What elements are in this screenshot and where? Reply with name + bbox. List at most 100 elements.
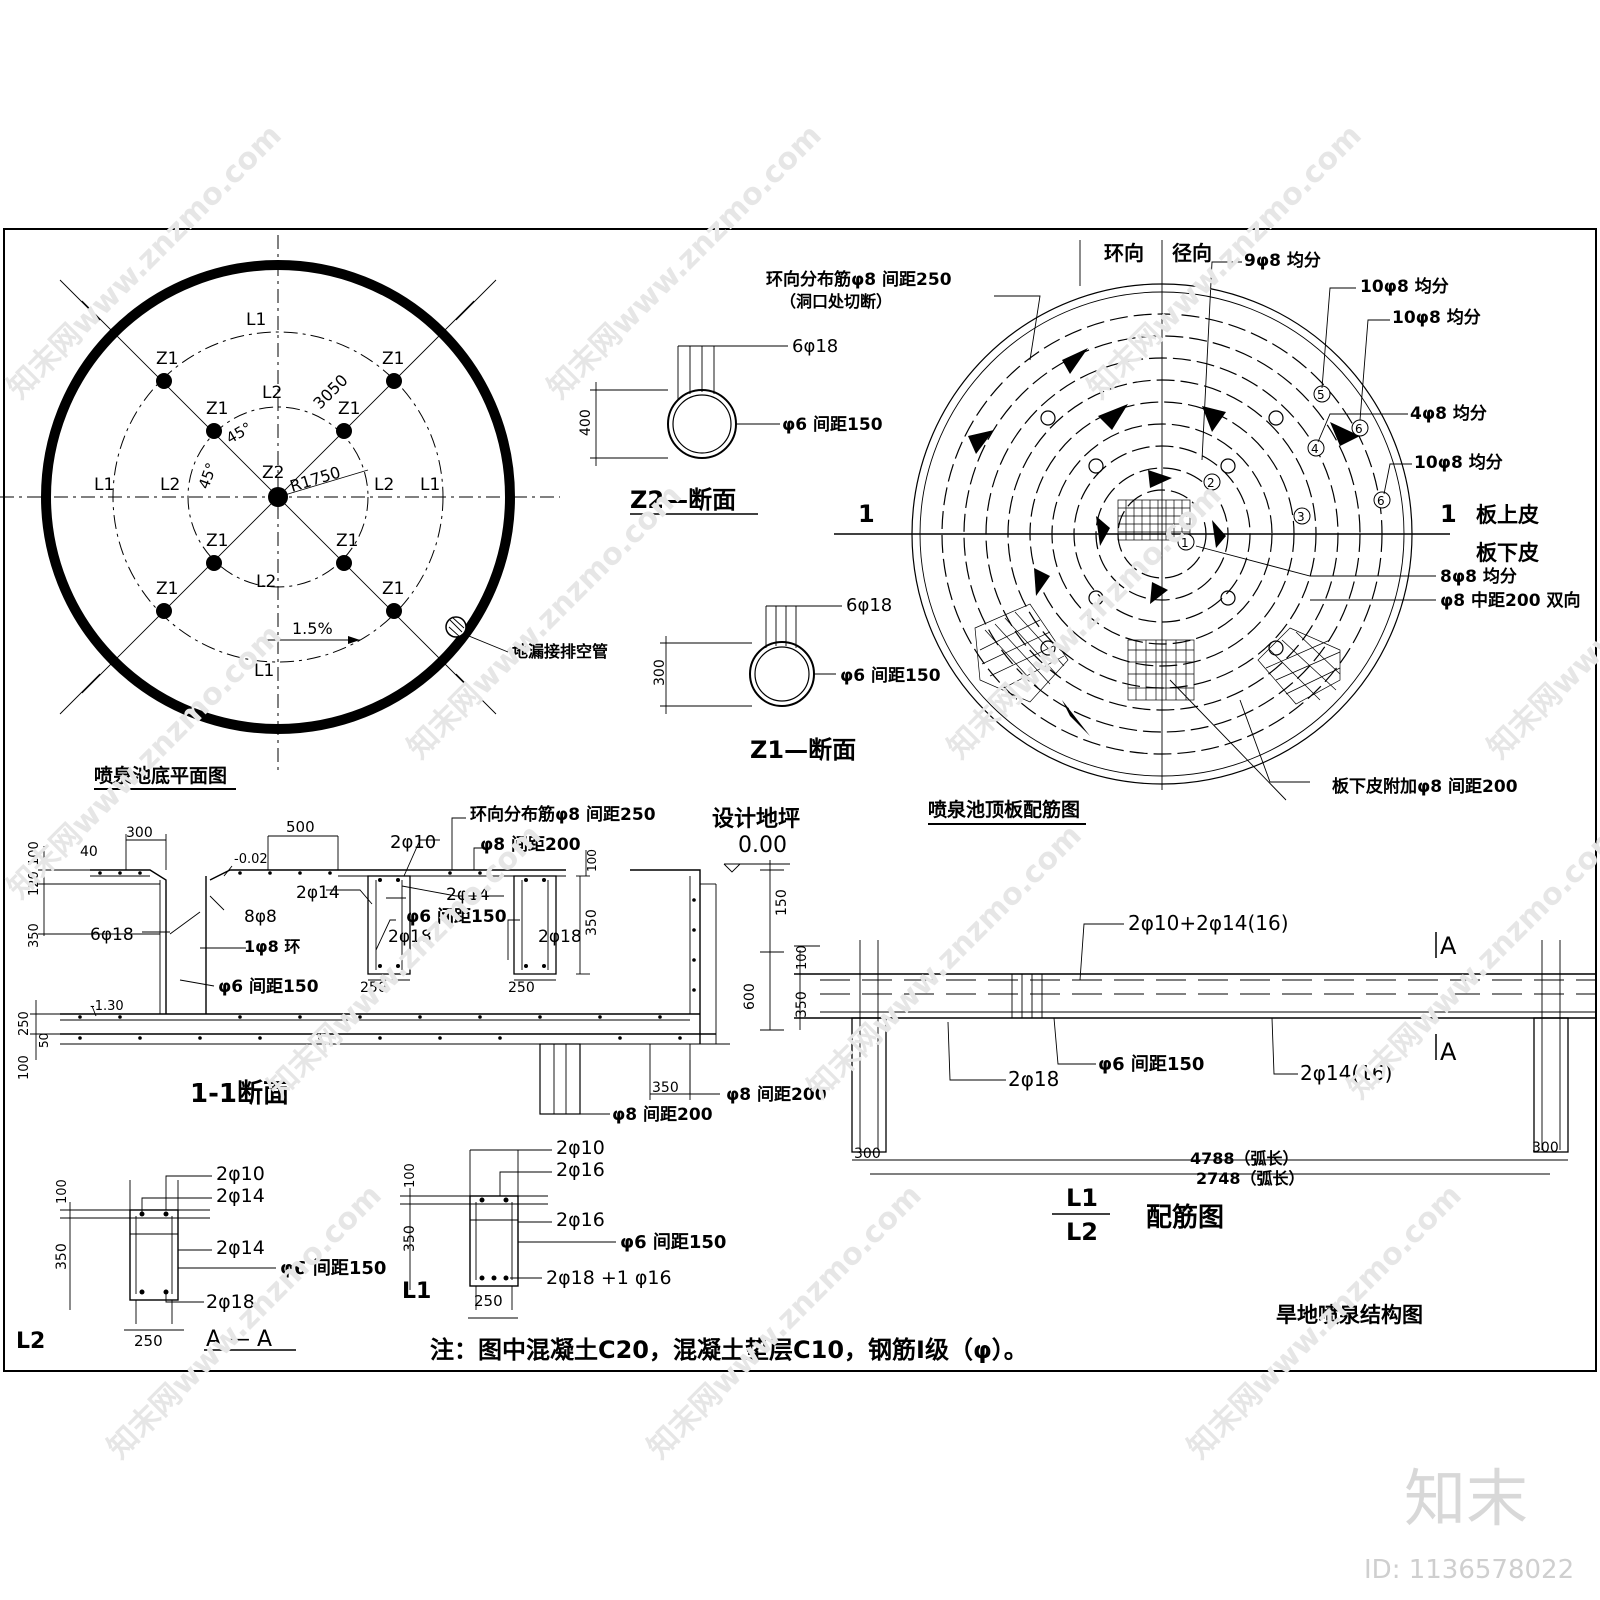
rebar-dots bbox=[78, 871, 696, 1040]
z1-column bbox=[386, 603, 402, 619]
marker-3: 3 bbox=[1297, 510, 1305, 524]
l1-tag: L1 bbox=[402, 1279, 431, 1304]
n10a-label: 10φ8 均分 bbox=[1360, 276, 1449, 297]
roof-title: 喷泉池顶板配筋图 bbox=[928, 798, 1080, 821]
plan-l1-bottom: L1 bbox=[254, 661, 274, 681]
z2-section: 6φ18 φ6 间距150 400 Z2—断面 bbox=[578, 336, 883, 515]
d-250b: 250 bbox=[508, 980, 535, 996]
beam-top-bar: 2φ10+2φ14(16) bbox=[1128, 911, 1289, 935]
roof-slab-plan: 1 2 3 4 5 6 6 环向 径向 9φ8 均分 环向分布筋φ8 间距250… bbox=[766, 240, 1580, 825]
z2-outline bbox=[667, 389, 737, 459]
beam-bot-a: 2φ18 bbox=[1008, 1067, 1059, 1091]
sheet-title: 旱地喷泉结构图 bbox=[1276, 1303, 1423, 1327]
z1-column bbox=[336, 555, 352, 571]
plan-l1-left: L1 bbox=[94, 475, 114, 495]
beam-section-a-bottom: A bbox=[1440, 1038, 1457, 1066]
plan-diag-ext bbox=[59, 279, 101, 321]
z1-label: Z1 bbox=[336, 531, 358, 551]
center-mesh bbox=[1117, 499, 1191, 541]
watermark-text: 知末网www.znzmo.com bbox=[801, 818, 1089, 1106]
z1-column bbox=[386, 373, 402, 389]
d-350b: 350 bbox=[652, 1080, 679, 1096]
plan-l2-left: L2 bbox=[160, 475, 180, 495]
section-dims bbox=[30, 834, 790, 1095]
z2-dim: 400 bbox=[578, 409, 594, 436]
l1-b5: 2φ18 +1 φ16 bbox=[546, 1267, 672, 1289]
beam-arc2: 2748（弧长） bbox=[1196, 1169, 1305, 1188]
aa-b3: 2φ14 bbox=[216, 1237, 265, 1259]
slab-openings bbox=[1040, 410, 1284, 656]
z2-main-bar: 6φ18 bbox=[792, 336, 838, 357]
z1-stirrup: φ6 间距150 bbox=[840, 665, 941, 686]
z1-column bbox=[336, 423, 352, 439]
r-dist: 环向分布筋φ8 间距250 bbox=[470, 804, 656, 825]
beam-reinforcement: 2φ10+2φ14(16) A A φ6 间距150 2φ18 2φ14(16)… bbox=[794, 911, 1596, 1246]
d-150: 150 bbox=[774, 889, 790, 916]
aa-title: A — A bbox=[206, 1327, 272, 1352]
top-face-label: 板上皮 bbox=[1476, 503, 1539, 527]
dim-50: 50 bbox=[37, 1033, 51, 1048]
watermark-text: 知末网www.znzmo.com bbox=[1, 118, 289, 406]
beam-section-a-top: A bbox=[1440, 932, 1457, 960]
aa-tag: L2 bbox=[16, 1329, 45, 1354]
section-1-1-title: 1-1断面 bbox=[190, 1078, 289, 1109]
z1-title: Z1—断面 bbox=[750, 736, 856, 764]
z1-label: Z1 bbox=[338, 399, 360, 419]
beam-d300b: 300 bbox=[1532, 1140, 1559, 1156]
marker-6: 6 bbox=[1355, 422, 1363, 436]
beam-arc1: 4788（弧长） bbox=[1190, 1149, 1299, 1168]
n9-label: 9φ8 均分 bbox=[1244, 250, 1321, 271]
bottom-face-label: 板下皮 bbox=[1476, 541, 1539, 565]
watermark-text: 知末网www.znzmo.com bbox=[1181, 1178, 1469, 1466]
section-1-1: 40 300 500 -0.02 100 120 350 250 50 100 … bbox=[17, 804, 827, 1125]
dim-120: 120 bbox=[27, 871, 42, 896]
aa-section: 2φ10 2φ14 2φ14 φ6 间距150 2φ18 100 350 250… bbox=[16, 1163, 386, 1354]
beam-bot-b: 2φ14(16) bbox=[1300, 1061, 1392, 1085]
dim-100b: 100 bbox=[17, 1055, 32, 1080]
dim-300: 300 bbox=[126, 825, 153, 841]
z1-label: Z1 bbox=[382, 349, 404, 369]
beam-l1-label: L1 bbox=[1066, 1184, 1098, 1212]
r-p8: φ8 间距200 bbox=[480, 834, 581, 855]
aa-leaders bbox=[141, 1175, 276, 1303]
beam-d100: 100 bbox=[795, 945, 810, 970]
cut-right: 1 bbox=[1440, 500, 1457, 528]
plan-diag-ext bbox=[455, 673, 497, 715]
watermark-text: 知末网www.znzmo.com bbox=[401, 478, 689, 766]
z1-label: Z1 bbox=[206, 531, 228, 551]
drain-leader bbox=[463, 633, 509, 653]
roof-leaders bbox=[994, 261, 1436, 801]
mesh-label: φ8 中距200 双向 bbox=[1440, 590, 1580, 611]
drain-icon bbox=[445, 616, 467, 638]
z1-outline bbox=[749, 641, 815, 707]
z1-section: 6φ18 φ6 间距150 300 Z1—断面 bbox=[652, 595, 941, 764]
plan-title: 喷泉池底平面图 bbox=[94, 764, 227, 787]
section-leaders bbox=[142, 817, 720, 1115]
l1-b3: 2φ16 bbox=[556, 1209, 605, 1231]
cut-left: 1 bbox=[858, 500, 875, 528]
l1-d250: 250 bbox=[474, 1292, 503, 1310]
beam-section-a bbox=[367, 875, 411, 975]
aa-b1: 2φ10 bbox=[216, 1163, 265, 1185]
plan-l1-right: L1 bbox=[420, 475, 440, 495]
drain-label: 地漏接排空管 bbox=[512, 642, 608, 661]
plan-l2-bottom: L2 bbox=[256, 572, 276, 592]
z1-label: Z1 bbox=[156, 579, 178, 599]
l1-d350: 350 bbox=[402, 1225, 418, 1252]
r-6p18: 6φ18 bbox=[90, 925, 134, 945]
z2-title: Z2—断面 bbox=[630, 486, 736, 514]
rebar-markers: 1 2 3 4 5 6 6 bbox=[1177, 385, 1391, 551]
z1-column bbox=[156, 373, 172, 389]
marker-2: 2 bbox=[1207, 476, 1215, 490]
r-p6b: φ6 间距150 bbox=[218, 976, 319, 997]
d-350r: 350 bbox=[584, 909, 600, 936]
marker-4: 4 bbox=[1311, 442, 1319, 456]
drawing-frame bbox=[3, 228, 1597, 1372]
aa-d250: 250 bbox=[134, 1332, 163, 1350]
z1-column bbox=[156, 603, 172, 619]
beam-stirrup: φ6 间距150 bbox=[1098, 1054, 1204, 1075]
l1-b1: 2φ10 bbox=[556, 1137, 605, 1159]
general-note: 注：图中混凝土C20，混凝土垫层C10，钢筋Ⅰ级（φ）。 bbox=[430, 1336, 1028, 1364]
bottom-add-mesh bbox=[974, 603, 1341, 705]
beam-leaders bbox=[947, 923, 1298, 1081]
